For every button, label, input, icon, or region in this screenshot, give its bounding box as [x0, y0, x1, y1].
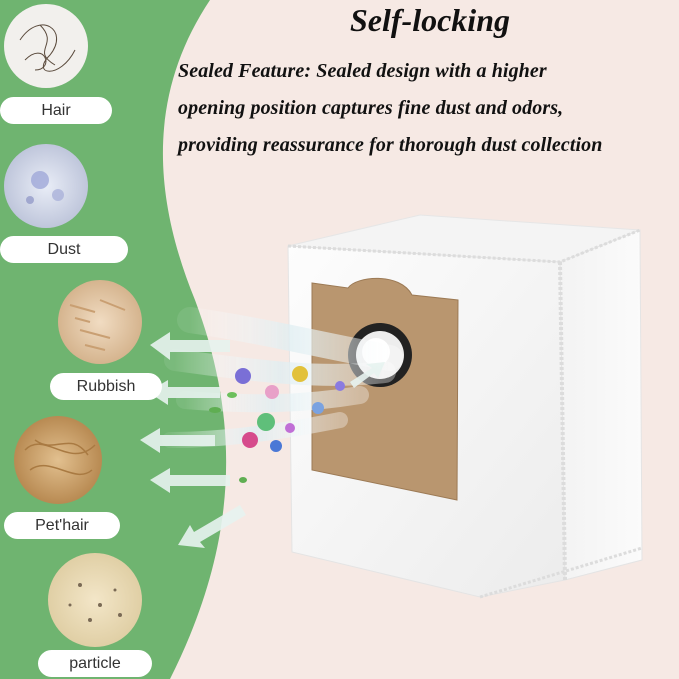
- sample-rubbish-image: [58, 280, 142, 364]
- sample-hair-image: [4, 4, 88, 88]
- arrow-icon: [178, 505, 246, 548]
- arrow-icon: [140, 428, 215, 453]
- arrow-icon: [350, 362, 385, 388]
- label-hair: Hair: [0, 97, 112, 124]
- germ-particles: [209, 366, 345, 483]
- airflow-arrows: [140, 332, 385, 548]
- page-title: Self-locking: [350, 2, 510, 38]
- label-particle: particle: [38, 650, 152, 677]
- sample-pet-hair-image: [14, 416, 102, 504]
- label-rubbish: Rubbish: [50, 373, 162, 400]
- cardboard-plate: [311, 277, 459, 501]
- label-dust: Dust: [0, 236, 128, 263]
- arrow-icon: [148, 380, 220, 405]
- description-line-1: Sealed Feature: Sealed design with a hig…: [178, 60, 547, 82]
- label-pet-hair: Pet'hair: [4, 512, 120, 539]
- description-line-3: providing reassurance for thorough dust …: [178, 134, 603, 156]
- arrow-icon: [150, 332, 230, 360]
- sample-dust-image: [4, 144, 88, 228]
- arrow-icon: [150, 468, 230, 493]
- description-line-2: opening position captures fine dust and …: [178, 97, 564, 119]
- sample-particle-image: [48, 553, 142, 647]
